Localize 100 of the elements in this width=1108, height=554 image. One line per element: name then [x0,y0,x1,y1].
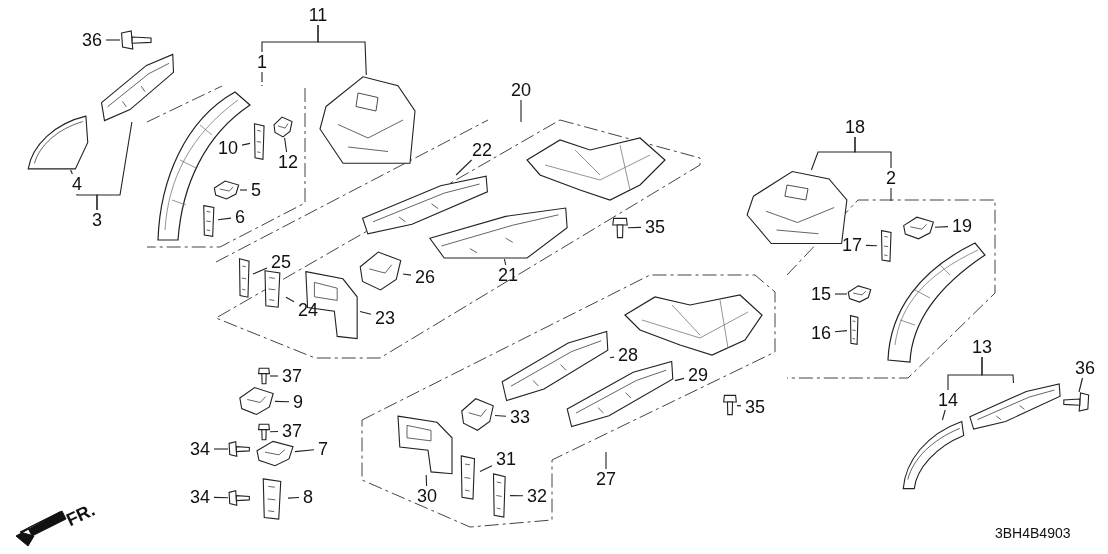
leader-line [96,121,133,211]
leader-line [285,296,295,303]
callout-number: 1 [254,52,270,72]
callout-number: 12 [275,152,301,172]
callout-number: 9 [290,392,306,412]
leader-line [890,187,892,202]
callout-number: 19 [949,216,975,236]
leader-line [241,142,251,146]
bolt-drawing [120,30,152,50]
leader-line [269,430,279,433]
leader-line [503,258,507,266]
leader-line [1078,377,1084,393]
leader-line [425,474,428,487]
leader-line [213,448,229,450]
callout-number: 37 [279,421,305,441]
leader-line [941,409,946,421]
leader-line [674,377,685,382]
leader-line [252,267,268,275]
callout-number: 29 [685,365,711,385]
bracket-drawing [273,116,293,138]
leader-line [213,496,229,499]
leader-line [494,414,507,417]
callout-number: 36 [79,30,105,50]
panel-drawing [27,115,89,170]
leader-line [402,273,412,276]
leader-line [609,356,615,359]
callout-number: 23 [372,308,398,328]
leader-line [359,310,372,315]
callout-number: 28 [615,345,641,365]
leader-line [520,99,522,123]
callout-number: 17 [839,235,865,255]
callout-number: 7 [315,439,331,459]
panel-drawing [318,75,418,165]
bolt-drawing [258,424,270,440]
callout-number: 21 [495,265,521,285]
leader-line [854,136,892,169]
leader-line [605,451,607,470]
callout-number: 30 [414,486,440,506]
leader-line [865,244,878,247]
diagram-code: 3BH4B4903 [995,525,1071,541]
frame-drawing [565,360,675,428]
leader-line [455,159,473,176]
bolt-drawing [612,218,628,238]
bracket-drawing [213,180,240,200]
callout-number: 11 [305,5,331,25]
bracket-drawing [847,315,861,345]
bolt-drawing [258,368,270,384]
frame-drawing [500,330,610,402]
callout-number: 34 [187,439,213,459]
bracket-drawing [847,285,872,303]
leader-line [834,293,848,295]
frame-drawing [360,175,490,235]
leader-line [217,217,232,221]
callout-number: 8 [300,487,316,507]
callout-number: 33 [507,407,533,427]
panel-drawing [900,420,965,490]
callout-number: 27 [593,469,619,489]
panel-drawing [395,413,455,475]
callout-number: 35 [642,217,668,237]
leader-line [261,24,319,53]
callout-number: 16 [808,323,834,343]
leader-line [70,169,73,175]
bracket-drawing [460,397,495,432]
callout-number: 14 [935,390,961,410]
frame-drawing [968,383,1062,430]
bracket-drawing [255,440,295,467]
callout-number: 2 [883,168,899,188]
callout-number: 32 [524,486,550,506]
leader-line [269,375,279,377]
callout-number: 31 [493,449,519,469]
callout-number: 5 [248,180,264,200]
leader-line [509,495,524,497]
callout-number: 22 [469,140,495,160]
leader-line [294,449,315,453]
leader-line [284,137,288,153]
callout-number: 6 [232,207,248,227]
bolt-drawing [228,490,250,506]
callout-number: 26 [412,267,438,287]
bolt-drawing [1063,392,1090,412]
callout-number: 15 [808,284,834,304]
leader-line [736,405,742,407]
leader-line [274,400,290,403]
leader-line [627,226,642,229]
callout-number: 20 [508,80,534,100]
callout-number: 35 [742,397,768,417]
callout-number: 3 [89,210,105,230]
bolt-drawing [723,395,737,415]
frame-drawing [427,207,570,259]
bracket-drawing [358,250,403,292]
callout-number: 24 [295,300,321,320]
bolt-drawing [228,441,250,457]
direction-label: FR. [63,499,99,531]
leader-line [981,356,1015,384]
leader-line [261,71,263,87]
leader-line [479,465,493,473]
leader-line [105,39,121,41]
callout-number: 37 [279,366,305,386]
leader-line [239,189,248,191]
callout-number: 34 [187,487,213,507]
frame-drawing [100,53,175,122]
